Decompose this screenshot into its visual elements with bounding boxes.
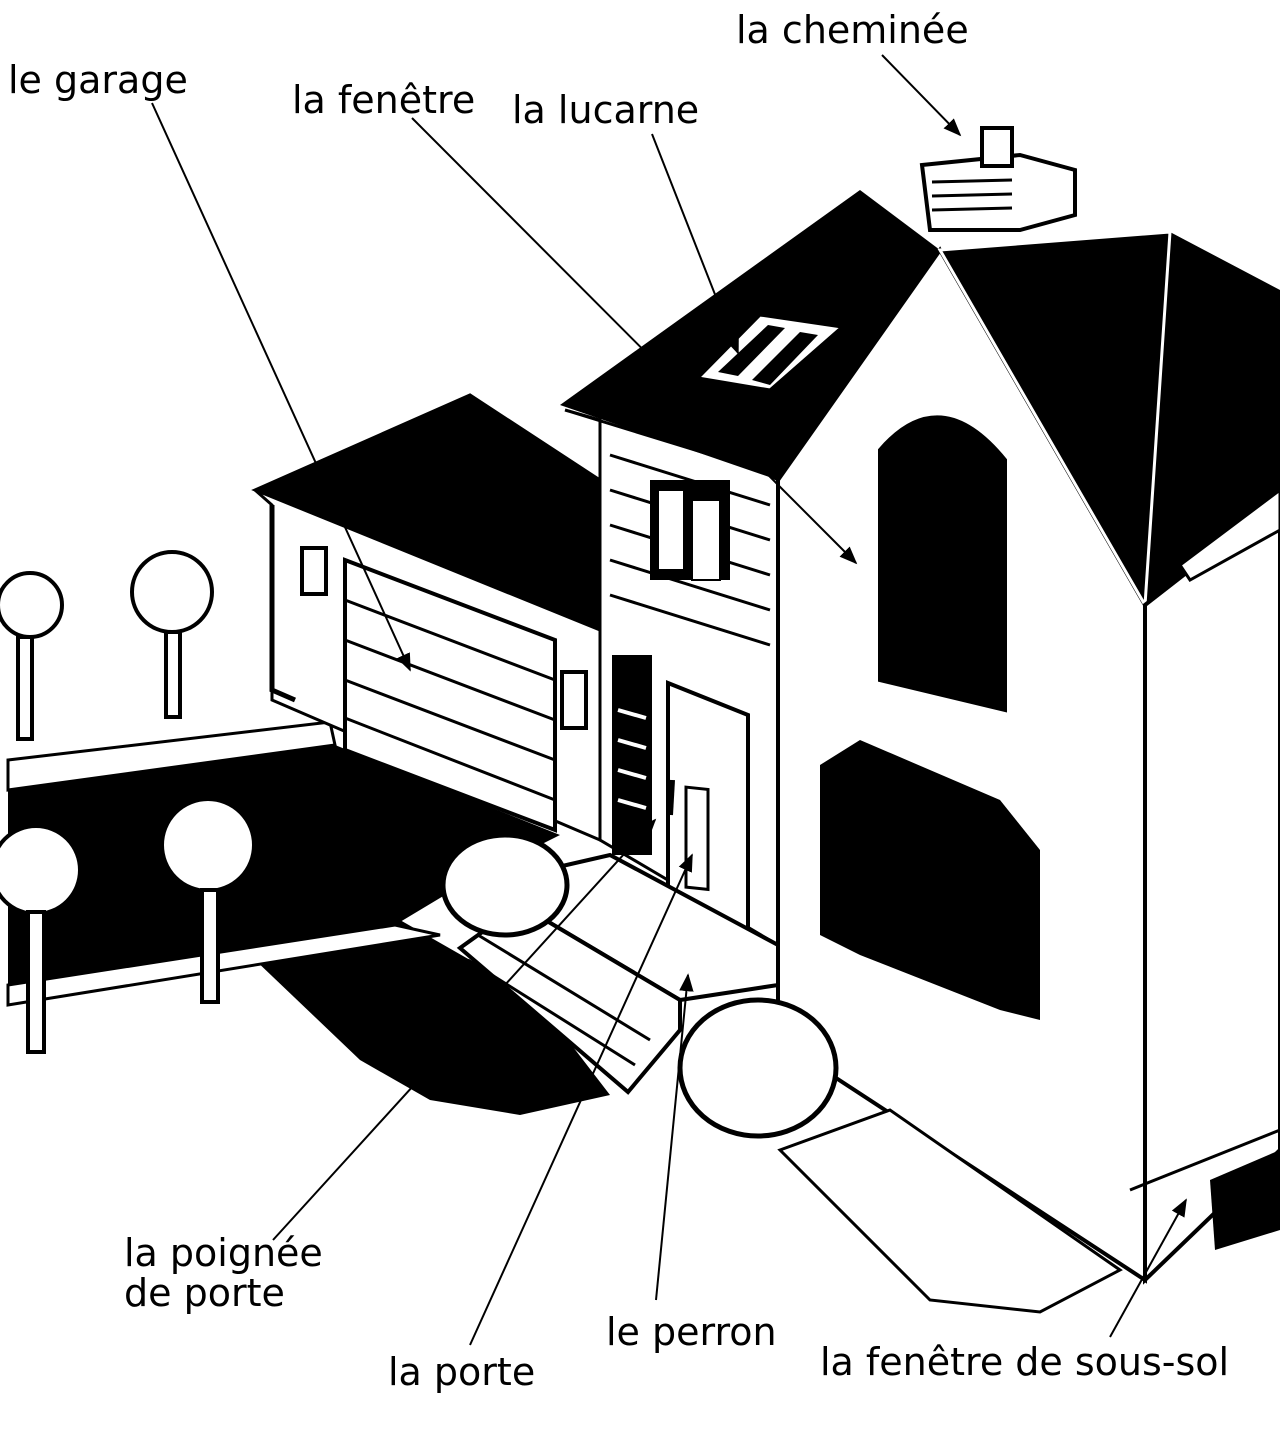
porch-steps — [456, 852, 780, 1095]
pointer-line-perron — [655, 973, 694, 1301]
pointer-line-lucarne — [651, 133, 739, 355]
pointer-line-sous-sol — [1109, 1198, 1187, 1338]
label-door-handle-line1: la poignée — [124, 1231, 323, 1275]
label-porch: le perron — [606, 1310, 777, 1354]
pointer-line-porte — [469, 853, 693, 1346]
label-door: la porte — [388, 1350, 536, 1394]
main-house — [760, 230, 1280, 1285]
trees — [0, 550, 1123, 1314]
roof-features — [694, 126, 1077, 392]
pointer-line-garage — [151, 102, 411, 672]
label-chimney: la cheminée — [736, 8, 969, 52]
garage — [251, 393, 602, 843]
pointer-line-fenetre — [411, 117, 858, 565]
label-skylight: la lucarne — [512, 88, 700, 132]
label-door-handle: la poignée de porte — [124, 1233, 323, 1313]
pointer-line-cheminee — [881, 54, 962, 137]
label-basement-window: la fenêtre de sous-sol — [820, 1340, 1230, 1384]
label-door-handle-line2: de porte — [124, 1271, 285, 1315]
driveway — [6, 720, 610, 1115]
label-garage: le garage — [8, 58, 188, 102]
pointer-lines — [151, 54, 1187, 1346]
pointer-line-poignee — [272, 818, 657, 1241]
label-window: la fenêtre — [292, 78, 476, 122]
